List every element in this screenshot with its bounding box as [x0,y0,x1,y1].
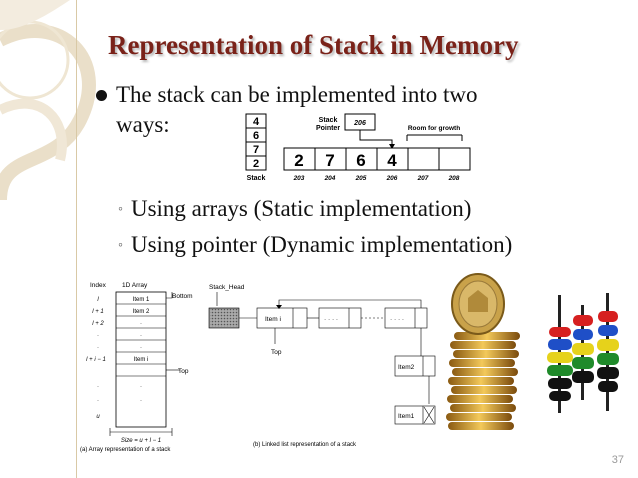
sub-marker-icon: ◦ [118,202,123,217]
address: 206 [386,175,398,182]
bullet-dot-icon [96,90,107,101]
node-dots: · · · · [390,316,404,323]
bullet-line-1: The stack can be implemented into two [116,82,478,107]
slide-title: Representation of Stack in Memory [108,30,519,60]
sub-item-text: Using arrays (Static implementation) [130,196,472,221]
address: 208 [448,175,460,182]
node-first: Item i [265,316,281,323]
row-index: u [96,414,100,420]
array-representation-figure: Index 1D Array l Item 1 l + 1 Item 2 l +… [80,282,193,453]
linked-list-figure: Stack_Head Item i · · · · · · · · Top It… [208,284,436,448]
memory-cell: 4 [387,151,397,170]
row-item: · [140,384,142,390]
col-array-label: 1D Array [122,282,148,289]
row-item: · [140,398,142,404]
row-item: Item i [134,357,149,363]
memory-row: 2 7 6 4 [283,147,471,171]
memory-cell: 6 [356,151,365,170]
row-item: · [140,333,142,339]
top-label: Top [178,368,189,375]
row-item: · [140,321,142,327]
coin-layers [446,332,520,430]
pointer-label-2: Pointer [316,125,340,132]
array-caption: (a) Array representation of a stack [80,447,171,453]
stack-cell: 7 [253,144,259,156]
sub-item-pointer: ◦ Using pointer (Dynamic implementation) [118,232,512,258]
stack-label: Stack [247,175,266,182]
pointer-label-1: Stack [319,117,338,124]
vertical-divider [76,0,77,478]
row-index: l [97,297,99,303]
stack-cell: 6 [253,130,259,142]
address: 204 [324,175,336,182]
stack-memory-figure: 4 6 7 2 Stack Stack Pointer 206 Room for… [245,113,471,182]
stack-cell: 4 [253,116,260,128]
row-index: · [97,398,99,404]
address: 203 [293,175,305,182]
address: 205 [355,175,367,182]
address-row: 203 204 205 206 207 208 [293,175,460,182]
row-index: l + 1 [92,309,104,315]
row-index: · [97,384,99,390]
node-dots: · · · · [324,316,338,323]
ring-pole-middle [572,305,594,400]
size-label: Size = u + l − 1 [121,438,161,444]
stack-cells: 4 6 7 2 [245,113,267,171]
memory-cell: 7 [325,151,334,170]
pointer-arrow-icon [359,130,393,146]
memory-cell: 2 [294,151,303,170]
row-item: · [140,345,142,351]
pointer-value: 206 [353,120,366,127]
bottom-label: Bottom [172,293,193,300]
row-index: l + 2 [92,321,104,327]
coin-stack-image [446,273,520,430]
row-item: Item 1 [133,297,150,303]
list-top-label: Top [271,349,282,356]
sub-item-text: Using pointer (Dynamic implementation) [130,232,513,257]
list-caption: (b) Linked list representation of a stac… [253,442,357,448]
row-index: · [97,345,99,351]
row-index: l + i − 1 [86,357,106,363]
row-index: · [97,333,99,339]
stack-cell: 2 [253,158,259,170]
ring-pole-right [597,293,619,411]
decorative-swirl [0,0,96,201]
address: 207 [417,175,429,182]
row-item: Item 2 [133,309,150,315]
page-number: 37 [611,454,624,466]
ring-pole-left [547,295,573,413]
sub-item-arrays: ◦ Using arrays (Static implementation) [118,196,471,222]
node-item2: Item2 [398,364,415,371]
col-index-label: Index [90,282,107,289]
main-bullet: The stack can be implemented into two wa… [96,80,576,140]
sub-marker-icon: ◦ [118,238,123,253]
room-label: Room for growth [408,125,460,132]
node-item1: Item1 [398,413,415,420]
head-label: Stack_Head [209,284,245,291]
bullet-line-2: ways: [116,112,170,137]
ring-stack-image [547,293,619,413]
